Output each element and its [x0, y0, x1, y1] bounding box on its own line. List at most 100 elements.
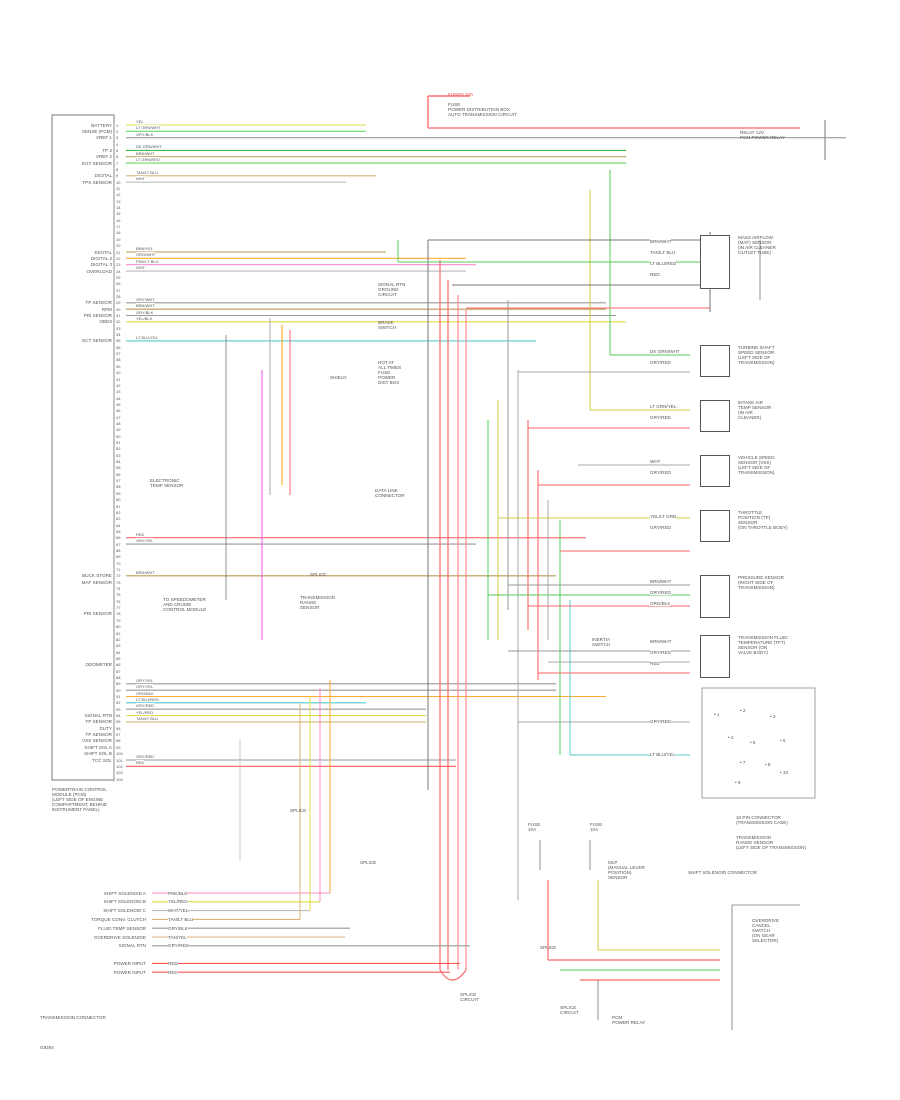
pcm-pin-number: 49: [116, 427, 121, 433]
pcm-pin-number: 86: [116, 662, 121, 668]
pcm-pin-number: 71: [116, 567, 121, 572]
pcm-wire-color-label: WHT: [136, 176, 146, 182]
component-connector-box: [700, 235, 730, 289]
transmission-connector-wires: [152, 680, 470, 973]
shift-connector-pin-label: SHIFT SOLENOID A: [103, 890, 146, 896]
pcm-pin-function: ODOMETER: [85, 662, 112, 668]
pcm-wire-color-label: DK GRN/WHT: [136, 144, 162, 150]
connector-pin: • 10: [780, 770, 788, 775]
bottom-left-caption: TRANSMISSION CONNECTOR: [40, 1015, 106, 1020]
pcm-pin-number: 94: [116, 713, 121, 719]
pcm-wire-color-label: TAN/LT BLU: [136, 169, 159, 175]
pcm-pin-number: 5: [116, 147, 119, 153]
pcm-pin-function: TP 2: [102, 147, 112, 153]
connector-pin: • 9: [735, 780, 741, 785]
connector-pin: • 4: [728, 735, 734, 740]
pcm-pin-number: 55: [116, 465, 121, 471]
pcm-pin-number: 36: [116, 344, 121, 350]
component-pin-wire: GRY/RED: [650, 650, 671, 655]
top-feed-note: FUSE POWER DISTRIBUTION BOX AUTO TRANSMI…: [448, 102, 517, 117]
pcm-pin-number: 28: [116, 293, 121, 299]
pcm-pin-number: 95: [116, 719, 121, 725]
pcm-pin-number: 20: [116, 243, 121, 249]
pcm-pin-number: 84: [116, 649, 121, 655]
bottom-center: SPLICE CIRCUIT: [560, 1005, 579, 1015]
pcm-wire-color-label: BRN/WHT: [136, 150, 155, 156]
pcm-wire-color-label: GRY/RED: [136, 754, 155, 759]
pcm-pin-number: 31: [116, 313, 121, 318]
pcm-pin-function: DIGITAL: [94, 249, 112, 255]
pcm-pin-function: PRI SENSOR: [83, 313, 112, 318]
pcm-pin-number: 56: [116, 471, 121, 477]
pcm-pin-function: TPS SENSOR: [82, 179, 112, 185]
label-data-link: DATA LINK CONNECTOR: [375, 488, 405, 498]
connector-pin: • 1: [714, 712, 720, 717]
shift-wire-color-label: WHT/YEL: [168, 908, 189, 914]
bottom-right-small: PCM POWER RELAY: [612, 1015, 646, 1025]
pcm-pin-number: 98: [116, 738, 121, 744]
pcm-wire-color-label: LT BLU/YEL: [136, 334, 158, 340]
pcm-pin-number: 2: [116, 128, 119, 134]
pcm-pin-number: 27: [116, 287, 121, 293]
pcm-pin-number: 29: [116, 300, 121, 306]
pcm-wire-color-label: YEL/RED: [136, 709, 154, 715]
pcm-pin-number: 48: [116, 420, 121, 426]
pcm-pin-number: 91: [116, 694, 121, 699]
pcm-pin-number: 38: [116, 357, 121, 363]
pcm-pin-number: 59: [116, 490, 121, 496]
component-pin-wire: RED: [650, 661, 660, 666]
component-pin-wire: BRN/WHT: [650, 579, 672, 584]
pcm-pin-function: ECT SENSOR: [82, 338, 112, 344]
pcm-pin-number: 10: [116, 179, 121, 185]
harness-verticals: [225, 170, 611, 981]
component-connector-box: [700, 510, 730, 542]
pcm-pin-function: BATTERY: [91, 122, 112, 128]
pcm-pin-number: 103: [116, 770, 123, 776]
pcm-pin-number: 81: [116, 630, 121, 636]
page-code: G9294: [40, 1045, 54, 1050]
pcm-pin-number: 53: [116, 452, 121, 458]
pcm-pin-number: 69: [116, 554, 121, 560]
label-trs: TRANSMISSION RANGE SENSOR: [300, 595, 335, 610]
component-pin-wire: LT GRN/YEL: [650, 404, 677, 409]
pcm-pin-number: 78: [116, 611, 121, 617]
component-pin-wire: GRY/RED: [650, 525, 671, 530]
pcm-pin-function: TCC SOL: [92, 757, 112, 763]
pcm-pin-function: TP SENSOR: [85, 732, 112, 738]
component-pin-wire: DK GRN/WHT: [650, 349, 680, 354]
pcm-pin-number: 90: [116, 687, 121, 693]
pcm-pin-number: 73: [116, 579, 121, 585]
shift-connector-pin-label: TORQUE CONV. CLUTCH: [91, 916, 146, 922]
connector-pin: • 2: [740, 708, 746, 713]
pcm-pin-number: 19: [116, 236, 121, 242]
pcm-pin-function: SIGNAL RTN: [84, 713, 112, 719]
component-title: MASS AIRFLOW (MAF) SENSOR (IN AIR CLEANE…: [738, 235, 776, 255]
pcm-pin-number: 43: [116, 389, 121, 395]
component-title: VEHICLE SPEED SENSOR (VSS) (LEFT SIDE OF…: [738, 455, 775, 475]
shift-wire-color-label: RED: [168, 969, 178, 975]
pcm-pin-number: 15: [116, 211, 121, 217]
pcm-pin-function: DIGITAL 2: [90, 255, 112, 261]
pcm-pin-number: 7: [116, 160, 119, 166]
pcm-wire-color-label: LT BLU/RED: [136, 696, 159, 702]
pcm-wire-color-label: LT GRN/WHT: [136, 125, 161, 131]
pcm-wire-color-label: YEL: [136, 119, 144, 124]
pcm-wire-color-label: GRY/WHT: [136, 296, 155, 302]
top-feed-label: FUSED 10A: [448, 92, 474, 97]
splice-label-2: SPLICE: [310, 572, 327, 577]
pcm-pin-number: 61: [116, 503, 121, 509]
component-pin-wire: GRY/RED: [650, 470, 671, 475]
pcm-pin-number: 51: [116, 440, 121, 445]
pcm-pin-number: 77: [116, 605, 121, 611]
shift-connector-pin-label: POWER INPUT: [113, 960, 146, 966]
pcm-pin-function: PRI SENSOR: [83, 611, 112, 617]
pcm-wire-color-label: GRY/YEL: [136, 538, 154, 544]
pcm-pin-function: SENSE (PCM): [81, 128, 112, 134]
shift-wire-color-label: GRY/BLK: [168, 925, 188, 931]
pcm-pin-number: 76: [116, 598, 121, 604]
pcm-pin-function: SHIFT SOL A: [84, 744, 112, 750]
shift-connector-pin-label: OVERDRIVE SOLENOID: [93, 934, 146, 940]
component-pin-wire: LT BLU/RED: [650, 261, 677, 266]
component-title: TURBINE SHAFT SPEED SENSOR (LEFT SIDE OF…: [738, 345, 775, 365]
pcm-pin-number: 72: [116, 573, 121, 579]
